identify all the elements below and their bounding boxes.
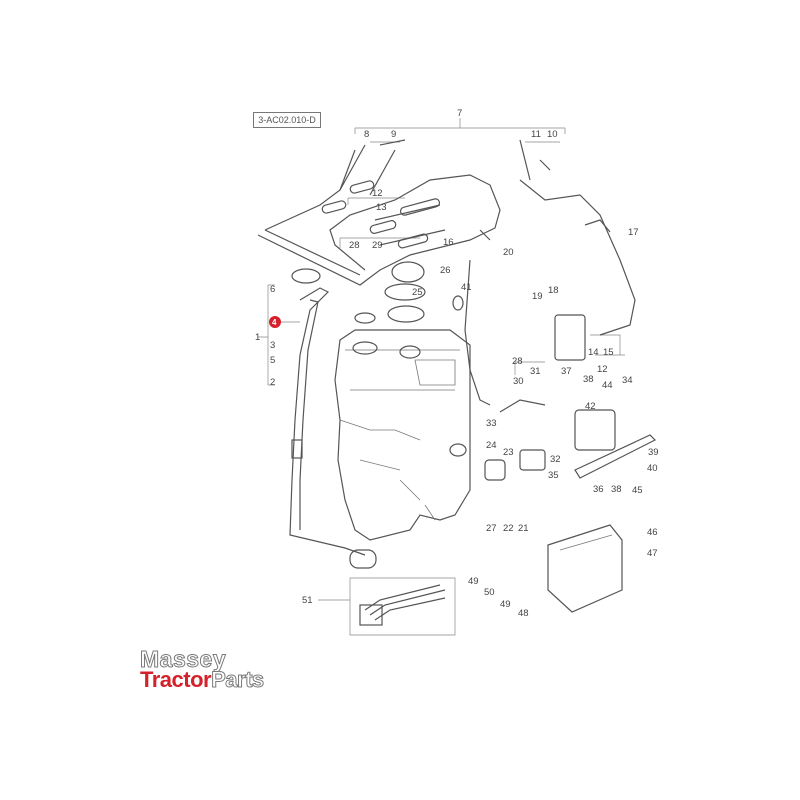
wiring-connector (359, 584, 446, 626)
callout: 22 (503, 523, 514, 534)
callout: 19 (532, 291, 543, 302)
highlighted-part-marker[interactable]: 4 (269, 316, 300, 328)
callout: 15 (603, 347, 614, 358)
callout: 33 (486, 418, 497, 429)
callout: 41 (461, 282, 472, 293)
callout: 44 (602, 380, 613, 391)
callout: 29 (372, 240, 383, 251)
callout: 9 (391, 129, 396, 140)
callout: 49 (500, 599, 511, 610)
callout: 35 (548, 470, 559, 481)
fuel-sender-tube (289, 287, 377, 569)
callout: 20 (503, 247, 514, 258)
callout: 3 (270, 340, 275, 351)
callout: 1 (255, 332, 260, 343)
callout: 32 (550, 454, 561, 465)
callout: 27 (486, 523, 497, 534)
callout: 11 (531, 129, 541, 140)
filler-cap (291, 261, 464, 324)
callout: 39 (648, 447, 659, 458)
callout: 10 (547, 129, 558, 140)
callout: 28 (512, 356, 523, 367)
callout: 13 (376, 202, 387, 213)
fuel-hoses (257, 139, 636, 413)
callout: 17 (628, 227, 639, 238)
callout: 48 (518, 608, 529, 619)
callout: 23 (503, 447, 514, 458)
logo-tractor-word: Tractor (140, 667, 212, 692)
logo-line1: Massey (139, 646, 227, 672)
callout: 21 (518, 523, 529, 534)
callout: 12 (597, 364, 608, 375)
callout: 8 (364, 129, 369, 140)
hose-segments (321, 180, 441, 249)
callout-labels: 1 2 3 5 6 7 8 9 10 11 12 12 13 14 15 16 … (255, 108, 659, 619)
massey-tractor-parts-logo: Massey TractorParts (139, 646, 300, 692)
filter-assembly (479, 139, 657, 481)
callout: 45 (632, 485, 643, 496)
fuel-tank (334, 329, 471, 541)
callout: 24 (486, 440, 497, 451)
highlight-dot (269, 316, 281, 328)
callout: 31 (530, 366, 541, 377)
logo-line2: TractorParts (140, 667, 265, 692)
callout: 42 (585, 401, 596, 412)
highlighted-part-number: 4 (272, 318, 277, 327)
callout: 7 (457, 108, 462, 119)
callout: 30 (513, 376, 524, 387)
drawing-reference-code: 3-AC02.010-D (253, 112, 321, 128)
callout: 18 (548, 285, 559, 296)
callout: 16 (443, 237, 454, 248)
callout: 6 (270, 284, 275, 295)
callout: 26 (440, 265, 451, 276)
group-brackets (258, 118, 625, 636)
callout: 49 (468, 576, 479, 587)
callout: 36 (593, 484, 604, 495)
callout: 37 (561, 366, 572, 377)
callout: 38 (583, 374, 594, 385)
callout: 2 (270, 377, 275, 388)
callout: 51 (302, 595, 313, 606)
callout: 38 (611, 484, 622, 495)
callout: 14 (588, 347, 599, 358)
logo-parts-word: Parts (211, 667, 265, 692)
callout: 34 (622, 375, 633, 386)
callout: 25 (412, 287, 423, 298)
mounting-bracket (547, 524, 623, 613)
callout: 50 (484, 587, 495, 598)
callout: 47 (647, 548, 658, 559)
callout: 12 (372, 188, 383, 199)
callout: 5 (270, 355, 275, 366)
callout: 46 (647, 527, 658, 538)
callout: 40 (647, 463, 658, 474)
callout: 28 (349, 240, 360, 251)
